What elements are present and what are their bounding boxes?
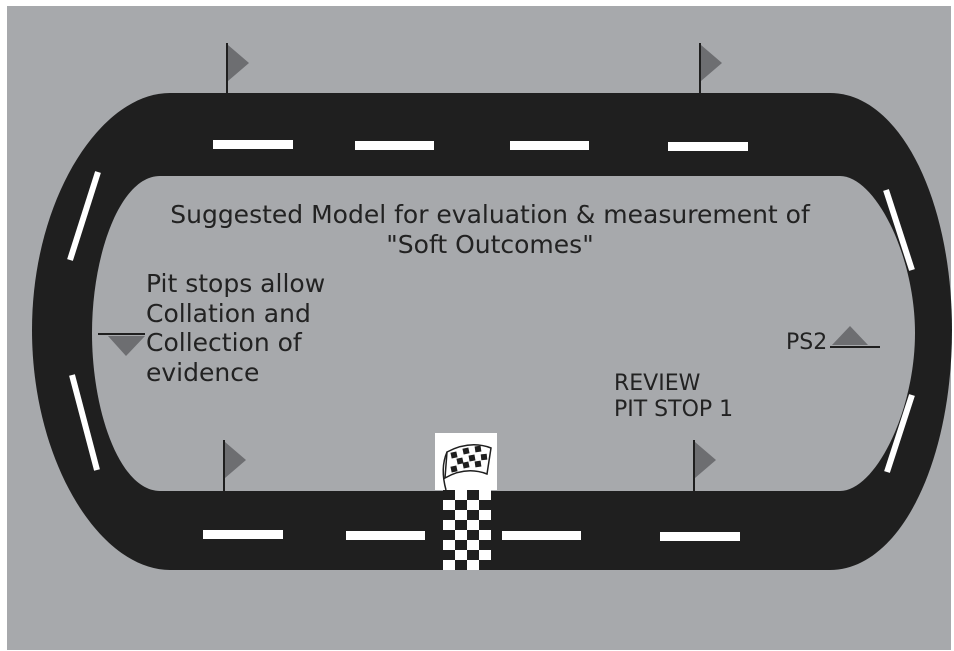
- note-line: evidence: [146, 357, 260, 387]
- diagram-title: Suggested Model for evaluation & measure…: [120, 200, 860, 259]
- review-line: PIT STOP 1: [614, 396, 734, 422]
- top-lane-markings: [213, 140, 748, 151]
- checkered-flag-icon: [435, 433, 497, 491]
- note-line: Collation and: [146, 298, 311, 328]
- review-line: REVIEW: [614, 371, 701, 396]
- note-line: Pit stops allow: [146, 269, 326, 298]
- bottom-lane-markings: [203, 530, 740, 541]
- pit-flag-icon: [693, 440, 716, 491]
- title-line: "Soft Outcomes": [386, 229, 594, 259]
- pit-marker-icon: [98, 333, 145, 356]
- start-finish-line: [443, 490, 491, 570]
- pit-flag-icon: [226, 43, 249, 93]
- right-lane-markings: [883, 189, 915, 473]
- left-lane-markings: [67, 171, 101, 471]
- track-infield: [92, 176, 915, 491]
- pit-marker-icon: [830, 326, 880, 348]
- note-line: Collection of: [146, 328, 302, 357]
- pit-stop-note: Pit stops allow Collation and Collection…: [146, 269, 325, 387]
- review-pit-stop-label: REVIEW PIT STOP 1: [614, 371, 733, 423]
- pit-flag-icon: [223, 440, 246, 491]
- ps2-label: PS2: [786, 330, 828, 355]
- pit-flag-icon: [699, 43, 722, 93]
- title-line: Suggested Model for evaluation & measure…: [170, 200, 810, 229]
